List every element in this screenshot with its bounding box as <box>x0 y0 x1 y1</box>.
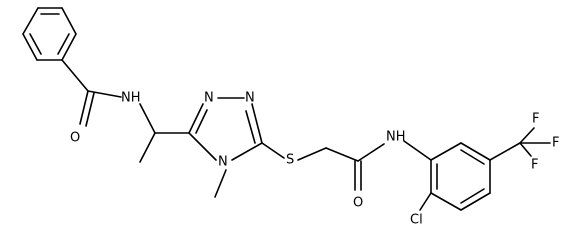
bond <box>430 142 462 161</box>
bonds <box>22 7 551 211</box>
bond <box>61 59 89 92</box>
bond <box>430 192 462 211</box>
structure-drawing: O NH N N N S O NH Cl F F F <box>22 7 559 228</box>
bond-inner <box>195 109 208 134</box>
atom-label-n: N <box>218 155 228 170</box>
bond <box>460 142 491 161</box>
bond <box>214 169 227 198</box>
bond <box>231 142 263 161</box>
bond-inner <box>460 149 485 165</box>
bond <box>87 90 122 98</box>
bond-double <box>85 92 95 127</box>
atom-label-f: F <box>532 112 539 127</box>
bond <box>325 147 359 162</box>
atom-labels: O NH N N N S O NH Cl F F F <box>70 91 559 228</box>
bond <box>139 132 156 163</box>
bond <box>357 143 385 162</box>
bond <box>460 192 491 211</box>
bond <box>188 132 217 161</box>
atom-label-o: O <box>353 196 363 211</box>
bond <box>188 103 204 134</box>
atom-label-cl: Cl <box>410 213 423 228</box>
atom-label-n: N <box>204 91 214 106</box>
bond <box>61 33 77 61</box>
bond <box>139 103 156 134</box>
atom-label-nh: NH <box>121 91 141 106</box>
bond <box>297 147 327 161</box>
bond <box>22 7 39 35</box>
atom-label-nh: NH <box>386 130 406 145</box>
molecule-canvas: O NH N N N S O NH Cl F F F <box>22 7 560 228</box>
atom-label-o: O <box>70 131 80 146</box>
bond <box>489 142 521 161</box>
bond <box>419 192 432 211</box>
bond <box>403 140 432 161</box>
bond-inner <box>57 33 70 55</box>
bond <box>261 142 285 159</box>
bond <box>519 142 532 157</box>
atom-label-f: F <box>531 158 538 173</box>
atom-label-f: F <box>552 136 559 151</box>
atom-label-s: S <box>286 153 294 168</box>
bond-inner <box>245 110 256 144</box>
bond <box>22 33 38 61</box>
atom-label-n: N <box>245 91 255 106</box>
bond-inner <box>29 33 42 55</box>
bond <box>61 7 77 35</box>
bond-double <box>79 90 89 125</box>
bond-inner <box>460 188 485 204</box>
bond <box>251 103 263 144</box>
bond <box>519 127 535 144</box>
